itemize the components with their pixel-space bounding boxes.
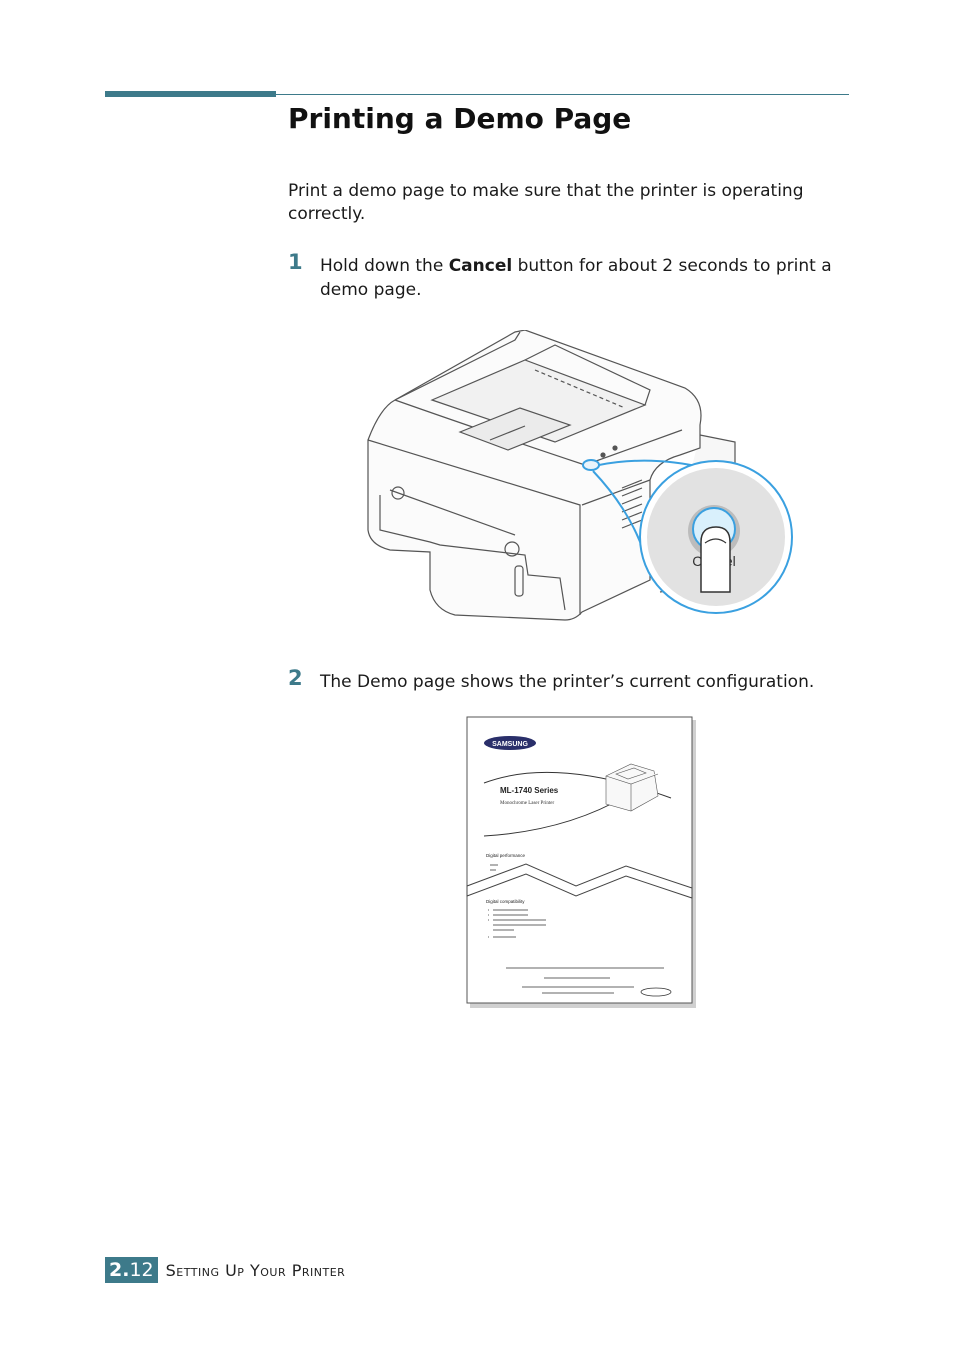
demo-page-illustration: SAMSUNG ML-1740 Series Monochrome Laser … (466, 716, 696, 1008)
page-title: Printing a Demo Page (288, 102, 632, 135)
demo-section-compatibility: Digital compatibility (486, 899, 525, 904)
finger-icon (700, 526, 731, 593)
brand-logo (484, 736, 536, 750)
intro-paragraph: Print a demo page to make sure that the … (288, 181, 804, 224)
step-number: 2 (288, 666, 303, 690)
header-rule-thick (105, 91, 276, 97)
step-text: Hold down the Cancel button for about 2 … (320, 256, 832, 300)
demo-section-performance: Digital performance (486, 853, 526, 858)
demo-model: ML-1740 Series (500, 786, 559, 795)
step-2: 2 The Demo page shows the printer’s curr… (288, 666, 853, 694)
demo-subtitle: Monochrome Laser Printer (500, 801, 554, 806)
step-text: The Demo page shows the printer’s curren… (320, 672, 815, 692)
cancel-button-callout (582, 459, 600, 471)
page-footer: 2.12 Setting Up Your Printer (105, 1257, 345, 1283)
step-number: 1 (288, 250, 303, 274)
page-number-badge: 2.12 (105, 1257, 158, 1283)
footer-section-title: Setting Up Your Printer (165, 1260, 346, 1280)
printer-illustration: Cancel (367, 330, 793, 621)
cancel-keyword: Cancel (448, 256, 513, 276)
step-1: 1 Hold down the Cancel button for about … (288, 250, 853, 302)
svg-text:SAMSUNG: SAMSUNG (492, 741, 528, 748)
header-rule-thin (276, 94, 849, 95)
